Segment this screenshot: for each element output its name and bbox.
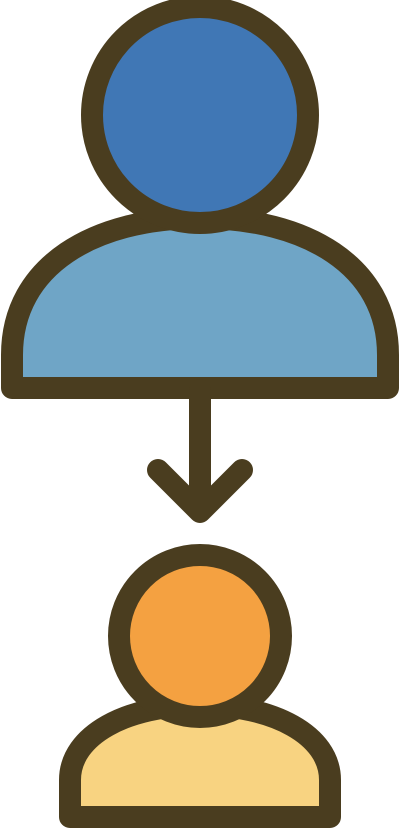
small-user-head	[108, 544, 292, 728]
large-user-body	[1, 207, 399, 399]
large-user-icon	[1, 0, 399, 399]
arrow-head	[147, 459, 253, 523]
small-user-icon	[59, 544, 341, 828]
large-user-head	[81, 0, 319, 234]
arrow-down-icon	[147, 379, 253, 523]
